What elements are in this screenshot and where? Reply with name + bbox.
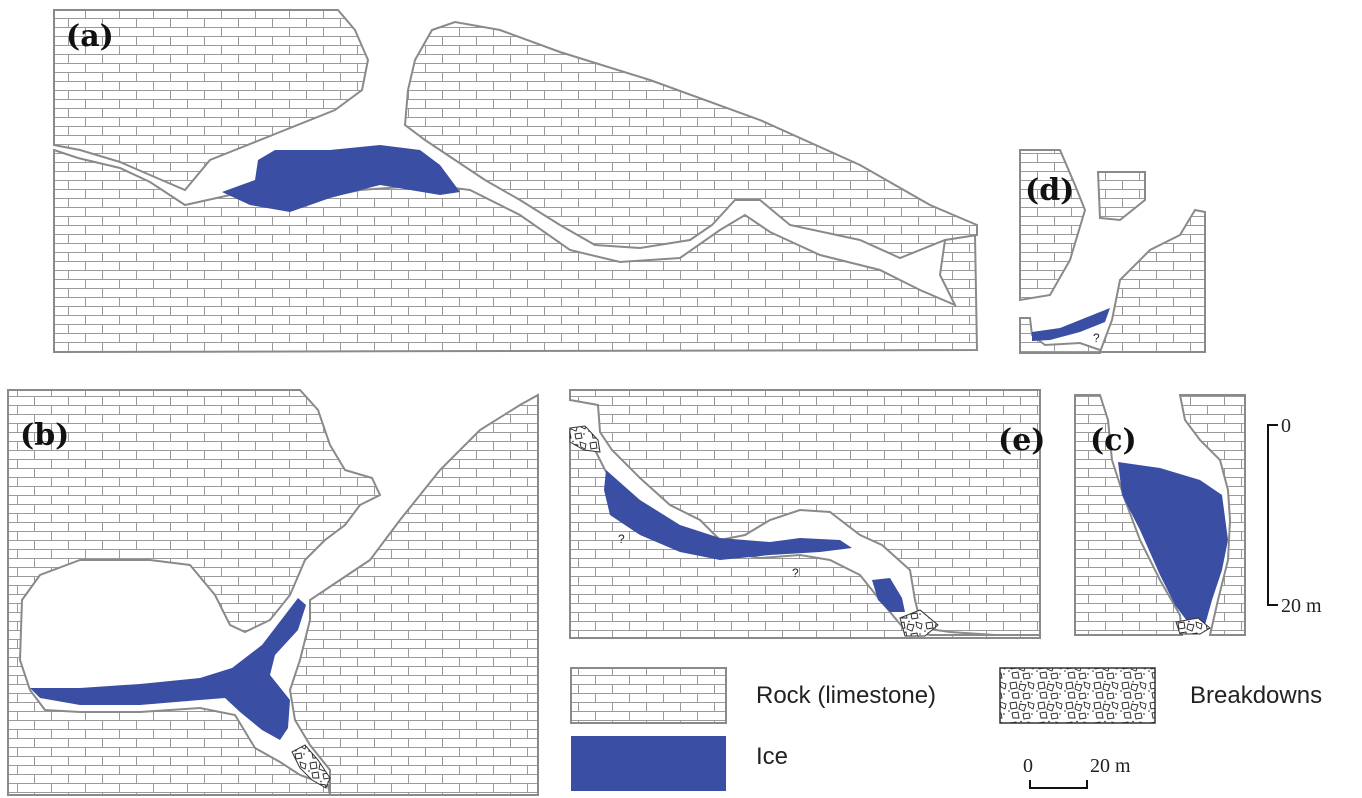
panel-a-label: (a) [66, 19, 114, 54]
legend-breakdowns-label: Breakdowns [1190, 682, 1322, 709]
panel-e-breakdowns-bottom [899, 609, 939, 637]
panel-b-rock [7, 389, 382, 796]
vertical-scale-top: 0 [1281, 415, 1291, 437]
panel-c-breakdowns [1175, 617, 1211, 635]
panel-e-ice-main [604, 470, 852, 560]
panel-a-rock-lower [53, 148, 979, 354]
panel-b-ice [30, 598, 306, 740]
panel-d: (d) ? [1019, 149, 1206, 354]
panel-e-breakdowns-top [569, 425, 601, 453]
panel-b-breakdowns [291, 744, 331, 789]
panel-d-rock-floor [1019, 317, 1101, 354]
panel-e-rock [569, 389, 1041, 640]
panel-c-rock-right [1178, 394, 1246, 636]
legend-scale-end: 20 m [1090, 755, 1131, 777]
vertical-scale-bar: 0 20 m [1267, 415, 1322, 617]
panel-d-question-mark: ? [1093, 331, 1100, 345]
panel-d-label: (d) [1025, 173, 1074, 208]
panel-c-rock-left [1074, 394, 1184, 636]
vertical-scale-bottom: 20 m [1281, 595, 1322, 617]
legend-rock-swatch [570, 667, 727, 724]
panel-a-rock [53, 9, 370, 192]
panel-e-ice-pocket [872, 578, 905, 612]
legend-ice-label: Ice [756, 743, 788, 770]
panel-c: (c) [1074, 394, 1246, 636]
panel-c-ice [1118, 462, 1228, 625]
panel-b-label: (b) [20, 418, 69, 453]
panel-b: (b) [7, 389, 539, 796]
panel-e-question-mark-2: ? [792, 566, 799, 580]
panel-d-rock-left [1019, 149, 1087, 302]
panel-a-rock-right [403, 20, 978, 260]
panel-e: (e) ? ? [569, 389, 1045, 640]
panel-d-ice [1032, 308, 1110, 341]
panel-c-label: (c) [1090, 423, 1137, 458]
panel-a-ice [222, 145, 460, 212]
panel-e-label: (e) [998, 423, 1045, 458]
legend-scale-bar [1029, 780, 1088, 789]
panel-e-question-mark-1: ? [618, 532, 625, 546]
panel-d-rock-block [1096, 171, 1146, 222]
legend: Rock (limestone) Breakdowns Ice 0 20 m [570, 667, 1322, 791]
legend-rock-label: Rock (limestone) [756, 682, 936, 709]
legend-scale-start: 0 [1023, 755, 1033, 777]
panel-d-rock-right [1098, 208, 1206, 353]
legend-ice-swatch [571, 736, 726, 791]
panel-a: (a) [53, 9, 979, 354]
legend-breakdowns-swatch [999, 667, 1156, 724]
